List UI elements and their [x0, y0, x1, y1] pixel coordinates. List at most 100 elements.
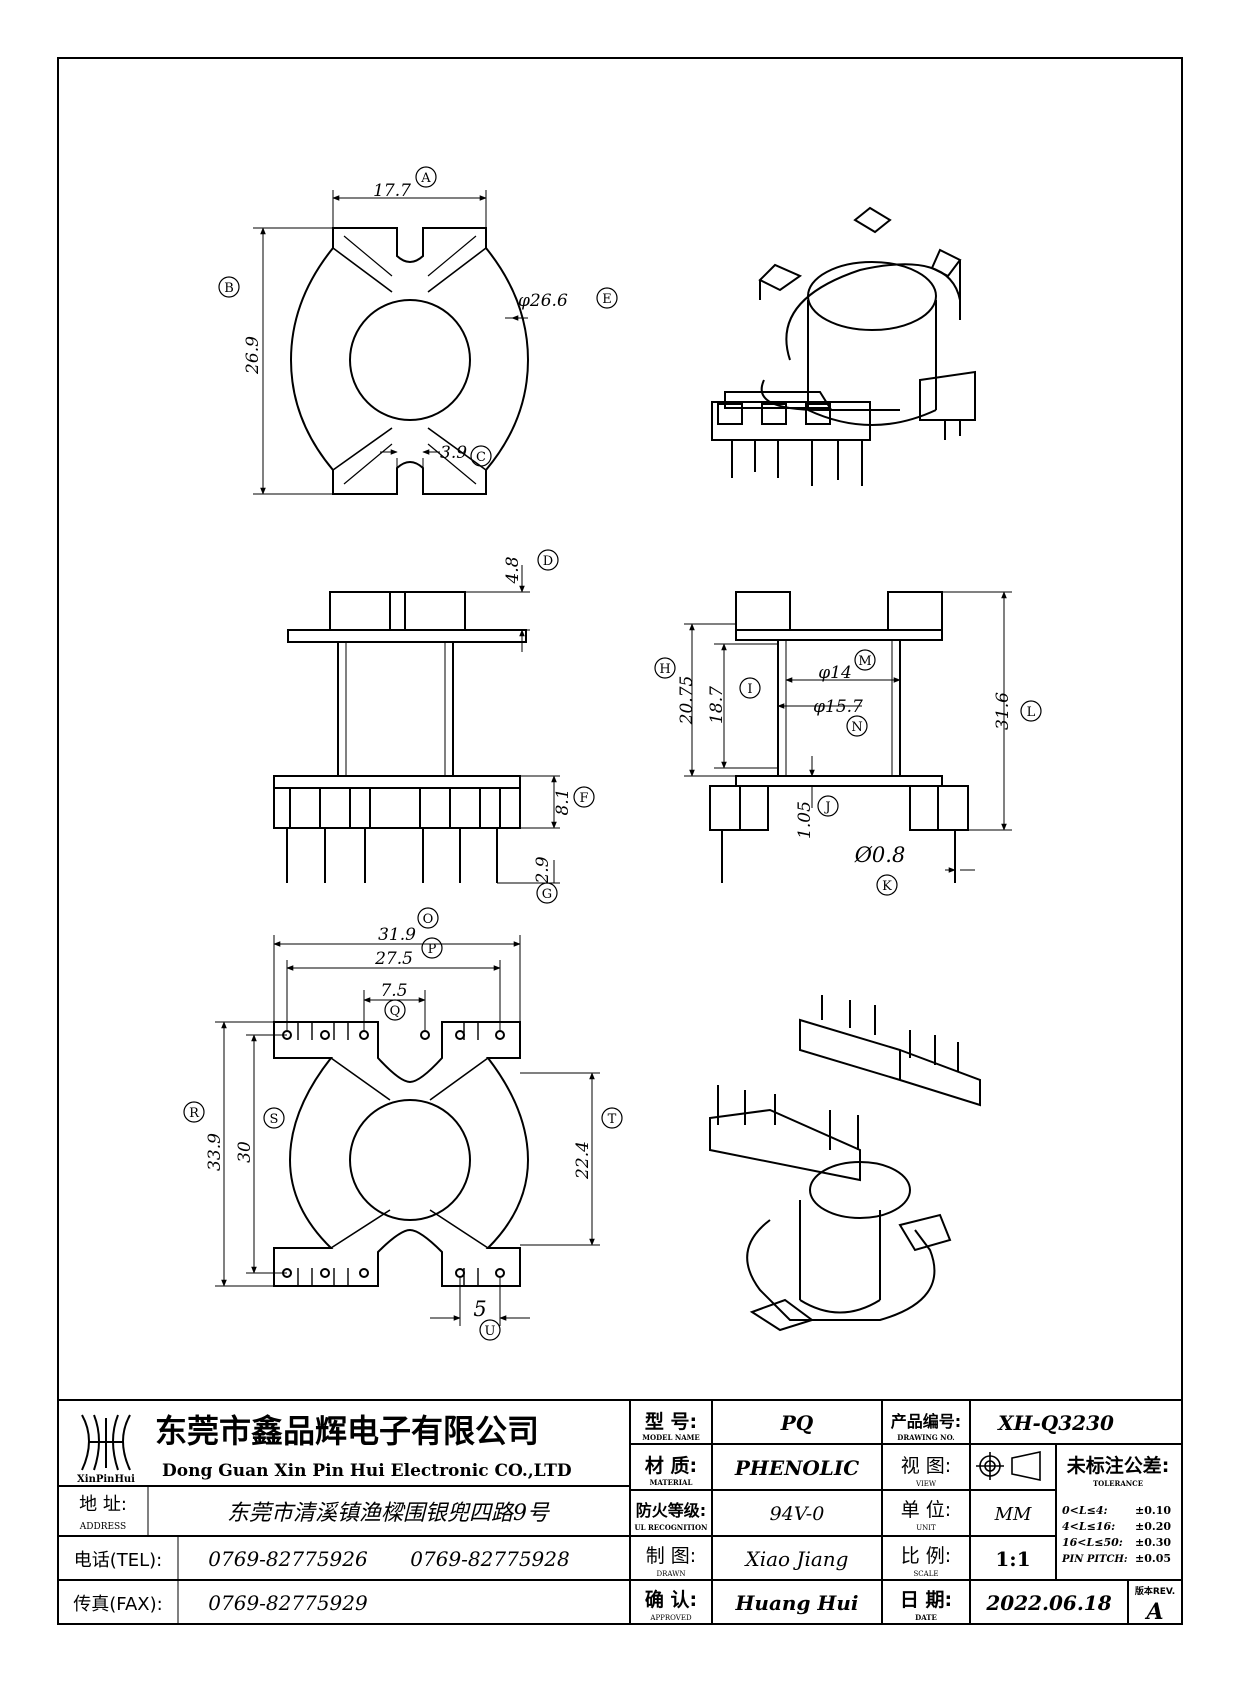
model-sub: MODEL NAME	[642, 1433, 700, 1442]
label-balloons	[183, 166, 1042, 1341]
approved-value: Huang Hui	[735, 1591, 859, 1615]
label-U: U	[485, 1324, 496, 1339]
address-value: 东莞市清溪镇渔樑围银兜四路9号	[227, 1501, 550, 1526]
tolerance-value-3: ±0.30	[1135, 1536, 1171, 1549]
ul-label: 防火等级:	[636, 1501, 706, 1520]
label-M: M	[858, 654, 871, 669]
tolerance-range-1: 0<L≤4:	[1062, 1504, 1108, 1517]
view-sub: VIEW	[915, 1480, 937, 1488]
side-view-dims	[684, 591, 1012, 873]
bottom-view	[273, 1021, 530, 1287]
dim-S-text: 30	[235, 1141, 255, 1163]
label-F: F	[579, 791, 588, 806]
label-Q: Q	[390, 1004, 401, 1019]
top-view	[289, 227, 530, 495]
logo-text: XinPinHui	[77, 1474, 135, 1485]
dim-F-text: 8.1	[553, 788, 573, 815]
date-sub: DATE	[915, 1613, 937, 1622]
material-value: PHENOLIC	[734, 1456, 859, 1480]
dim-G-text: 2.9	[533, 856, 553, 884]
approved-label: 确 认:	[645, 1588, 697, 1611]
label-letters: A B C E D F G H I M N J L K O P Q R S T …	[189, 171, 1036, 1339]
material-sub: MATERIAL	[650, 1478, 693, 1487]
label-N: N	[851, 720, 862, 735]
iso-view-top	[711, 206, 976, 486]
label-D: D	[543, 554, 553, 569]
projection-symbol	[976, 1451, 1041, 1481]
label-R: R	[189, 1106, 200, 1121]
drawn-label: 制 图:	[646, 1545, 696, 1567]
tel-value-2: 0769-82775928	[410, 1547, 569, 1571]
tolerance-value-4: ±0.05	[1135, 1552, 1171, 1565]
fax-label: 传真(FAX):	[73, 1594, 162, 1615]
dim-E-text: φ26.6	[518, 291, 568, 311]
address-label: 地 址:	[79, 1494, 127, 1515]
label-O: O	[423, 912, 434, 927]
dim-T-text: 22.4	[573, 1141, 593, 1180]
side-view	[709, 591, 969, 883]
front-view	[273, 591, 527, 883]
scale-sub: SCALE	[914, 1570, 939, 1578]
company-name-en: Dong Guan Xin Pin Hui Electronic CO.,LTD	[162, 1461, 572, 1481]
front-view-dims	[465, 565, 560, 884]
dim-K-text: Ø0.8	[854, 843, 906, 867]
tolerance-value-1: ±0.10	[1135, 1504, 1171, 1517]
address-sub: ADDRESS	[79, 1522, 126, 1532]
tolerance-value-2: ±0.20	[1135, 1520, 1171, 1533]
dim-J-text: 1.05	[795, 801, 815, 839]
label-K: K	[882, 879, 892, 894]
title-block: XinPinHui 东莞市鑫品辉电子有限公司 Dong Guan Xin Pin…	[58, 1399, 1182, 1625]
drawn-value: Xiao Jiang	[744, 1547, 849, 1571]
tel-value-1: 0769-82775926	[208, 1547, 368, 1571]
material-label: 材 质:	[645, 1454, 697, 1477]
dim-N-text: φ15.7	[813, 697, 863, 717]
fax-value: 0769-82775929	[208, 1591, 368, 1615]
approved-sub: APPROVED	[649, 1614, 692, 1622]
dim-D-text: 4.8	[503, 556, 523, 584]
dim-H-text: 20.75	[677, 676, 697, 726]
label-L: L	[1027, 705, 1036, 720]
company-logo	[81, 1414, 131, 1471]
dim-P-text: 27.5	[374, 949, 413, 969]
tolerance-title: 未标注公差:	[1066, 1454, 1170, 1477]
dim-C-text: 3.9	[440, 443, 467, 463]
drawing-frame	[57, 57, 1183, 1625]
drawing-no-label: 产品编号:	[891, 1412, 961, 1431]
revision-label: 版本REV.	[1134, 1585, 1175, 1597]
label-S: S	[270, 1112, 279, 1127]
unit-sub: UNIT	[916, 1524, 936, 1532]
ul-value: 94V-0	[770, 1503, 825, 1525]
view-label: 视 图:	[901, 1455, 951, 1477]
ul-sub: UL RECOGNITION	[635, 1523, 709, 1532]
dim-I-text: 18.7	[707, 686, 727, 724]
dimension-texts: 17.7 26.9 3.9 φ26.6 4.8 8.1 2.9 20.75 18…	[205, 181, 1013, 1321]
label-G: G	[542, 887, 552, 902]
label-A: A	[420, 171, 431, 186]
scale-value: 1:1	[995, 1547, 1030, 1571]
top-view-dims	[253, 190, 528, 495]
dim-Q-text: 7.5	[380, 981, 407, 1001]
revision-value: A	[1144, 1599, 1163, 1625]
label-I: I	[747, 682, 752, 697]
label-E: E	[602, 292, 612, 307]
unit-label: 单 位:	[901, 1499, 951, 1521]
tolerance-range-4: PIN PITCH:	[1061, 1554, 1128, 1565]
tolerance-sub: TOLERANCE	[1093, 1479, 1143, 1488]
drawn-sub: DRAWN	[657, 1570, 686, 1578]
company-name-cn: 东莞市鑫品辉电子有限公司	[155, 1412, 539, 1450]
dim-U-text: 5	[473, 1297, 486, 1321]
tel-label: 电话(TEL):	[74, 1550, 163, 1571]
dim-R-text: 33.9	[205, 1133, 225, 1171]
tolerance-range-3: 16<L≤50:	[1062, 1536, 1123, 1549]
label-H: H	[659, 662, 670, 677]
unit-value: MM	[994, 1504, 1032, 1525]
label-B: B	[224, 281, 234, 296]
dim-A-text: 17.7	[373, 181, 411, 201]
scale-label: 比 例:	[901, 1545, 951, 1567]
dim-M-text: φ14	[818, 663, 852, 683]
drawing-no-value: XH-Q3230	[996, 1411, 1114, 1435]
date-value: 2022.06.18	[985, 1591, 1111, 1615]
label-T: T	[608, 1112, 617, 1127]
label-C: C	[476, 450, 486, 465]
label-J: J	[823, 800, 830, 815]
